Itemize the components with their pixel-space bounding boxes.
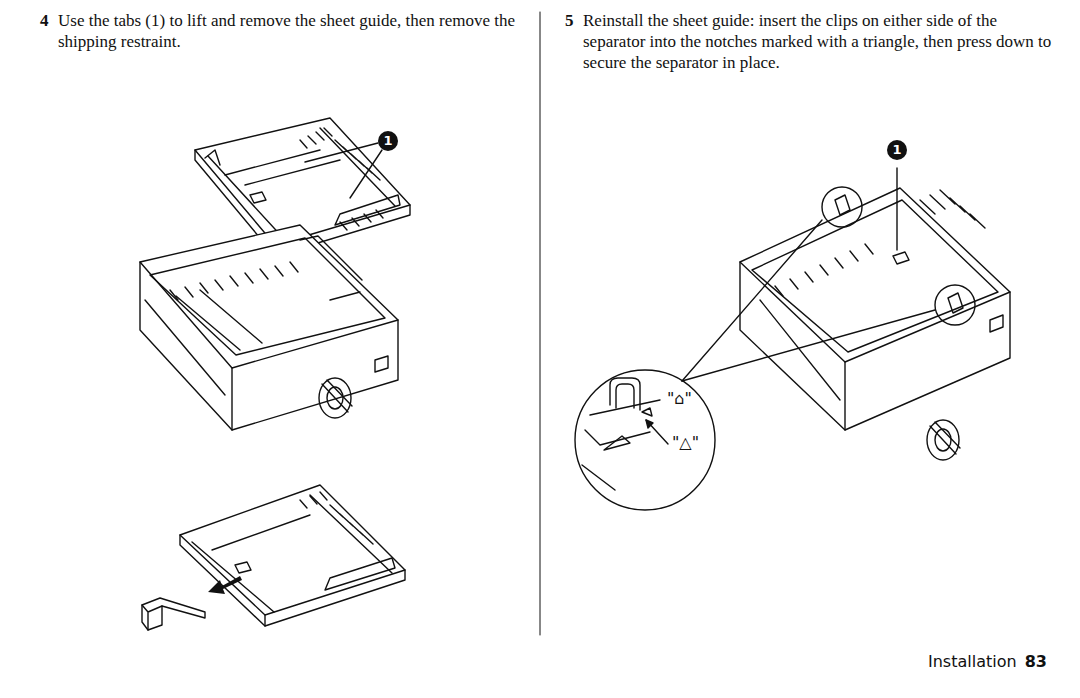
step-text: Use the tabs (1) to lift and remove the … — [58, 10, 518, 52]
printer-body — [140, 225, 398, 430]
page-number: 83 — [1025, 652, 1047, 672]
step-text: Reinstall the sheet guide: insert the cl… — [583, 10, 1053, 73]
callout-number: 1 — [378, 131, 398, 151]
notch-mark: "△" — [671, 434, 700, 452]
column-divider — [540, 12, 541, 635]
callout-leaders — [305, 143, 382, 198]
magnifier-detail — [575, 220, 935, 510]
notch-mark: "⌂" — [666, 390, 693, 408]
callout-number: 1 — [887, 140, 907, 160]
sheet-guide-lower — [180, 485, 405, 626]
step-number: 4 — [40, 10, 49, 31]
step-number: 5 — [565, 10, 574, 31]
printer-installed — [740, 168, 1010, 460]
shipping-restraint — [142, 576, 242, 630]
footer-section: Installation — [928, 652, 1017, 672]
